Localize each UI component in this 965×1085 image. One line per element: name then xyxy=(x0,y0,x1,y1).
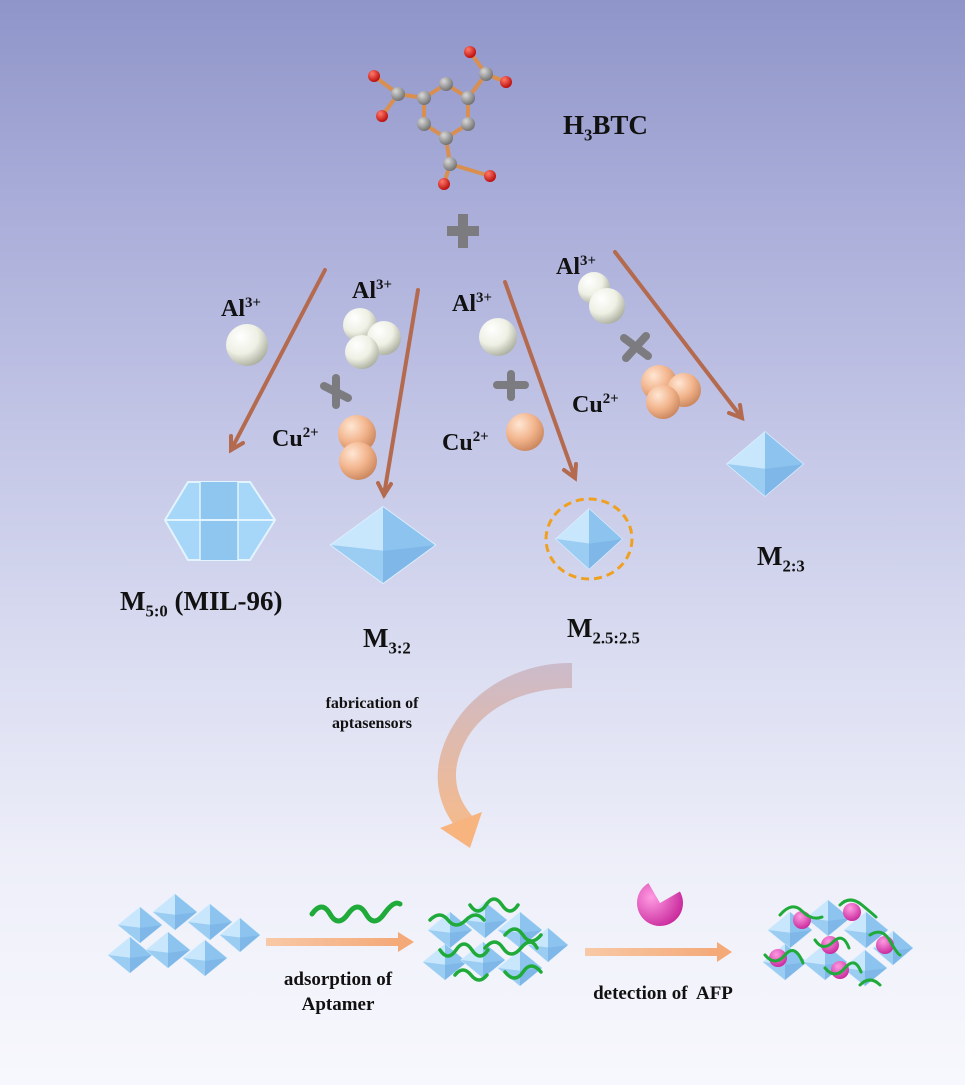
product-label-m23: M2:3 xyxy=(757,541,805,576)
plus-icon xyxy=(447,214,479,248)
crystal-m50 xyxy=(163,481,277,561)
cross-icons xyxy=(320,332,652,409)
fabrication-label: fabrication of aptasensors xyxy=(325,695,419,732)
product-label-m50: M5:0 (MIL-96) xyxy=(120,586,283,621)
cu-ion xyxy=(646,385,680,419)
product-label-m2525: M2.5:2.5 xyxy=(567,613,640,648)
al-ion-label: Al3+ xyxy=(452,290,492,317)
cu-ion-label: Cu2+ xyxy=(572,391,619,418)
crystal-cluster-aptamer xyxy=(423,899,568,986)
product-label-m32: M3:2 xyxy=(363,623,411,658)
arrow-to-m50 xyxy=(229,268,327,452)
cu-ion xyxy=(338,415,376,453)
adsorption-label: adsorption of Aptamer xyxy=(283,969,393,1015)
cu-ion xyxy=(339,442,377,480)
al-ion-label: Al3+ xyxy=(221,295,261,322)
arrow-to-m32 xyxy=(382,288,420,497)
al-ion xyxy=(226,324,268,366)
arrow-head-m32 xyxy=(376,481,393,500)
al-ion-cluster xyxy=(226,272,625,369)
detection-label: detection of AFP xyxy=(593,983,733,1004)
arrow-head-m2525 xyxy=(562,462,578,482)
h3btc-molecule xyxy=(368,46,512,190)
al-ion xyxy=(589,288,625,324)
cu-ion-cluster xyxy=(338,365,701,480)
aptamer-strand xyxy=(309,900,403,924)
cu-ion xyxy=(506,413,544,451)
highlight-ring xyxy=(544,497,634,581)
crystal-cluster-bare xyxy=(108,894,260,976)
al-ion-label: Al3+ xyxy=(556,253,596,280)
crystal-cluster-detected xyxy=(763,900,913,986)
h3btc-label: H3BTC xyxy=(563,110,648,145)
reaction-arrows xyxy=(229,250,745,500)
arrow-to-m2525 xyxy=(503,280,577,480)
al-ion xyxy=(345,335,379,369)
al-ion-label: Al3+ xyxy=(352,277,392,304)
crystal-m23 xyxy=(727,432,803,496)
detection-arrow xyxy=(585,942,732,962)
arrow-head-m50 xyxy=(229,434,245,454)
fabrication-arrow xyxy=(437,662,572,848)
cu-ion-label: Cu2+ xyxy=(272,425,319,452)
crystal-m32 xyxy=(331,507,435,583)
al-ion xyxy=(479,318,517,356)
adsorption-arrow xyxy=(266,932,414,952)
afp-icon xyxy=(637,883,683,926)
cu-ion-label: Cu2+ xyxy=(442,429,489,456)
arrow-head-m23 xyxy=(727,403,745,422)
arrow-to-m23 xyxy=(613,250,744,420)
crystal-m2525 xyxy=(556,509,622,569)
